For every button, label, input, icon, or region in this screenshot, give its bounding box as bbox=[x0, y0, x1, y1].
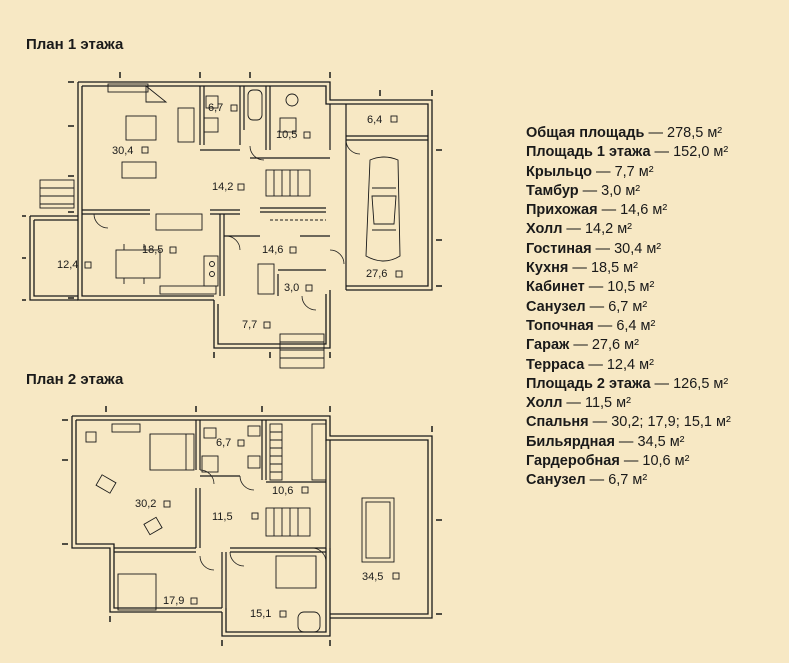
area-item: Прихожая — 14,6 м² bbox=[526, 202, 668, 219]
area-item: Холл — 11,5 м² bbox=[526, 395, 631, 412]
f1-room-27-6: 27,6 bbox=[366, 268, 387, 280]
area-item: Холл — 14,2 м² bbox=[526, 221, 633, 238]
floor1-log-ends bbox=[22, 72, 442, 358]
area-item: Терраса — 12,4 м² bbox=[526, 356, 654, 373]
f1-room-14-2: 14,2 bbox=[212, 181, 233, 193]
f1-room-6-4: 6,4 bbox=[367, 114, 382, 126]
f1-room-6-7: 6,7 bbox=[208, 102, 223, 114]
floor2-outer-walls bbox=[71, 415, 433, 637]
area-item: Бильярдная — 34,5 м² bbox=[526, 433, 685, 450]
f2-room-10-6: 10,6 bbox=[272, 485, 293, 497]
floor1-plan: 30,4 6,7 10,5 6,4 14,2 18,5 14,6 12,4 27… bbox=[22, 72, 442, 369]
area-item: Кабинет — 10,5 м² bbox=[526, 279, 655, 296]
floor1-doors bbox=[93, 139, 361, 311]
f2-room-17-9: 17,9 bbox=[163, 595, 184, 607]
floor1-outer-walls bbox=[29, 81, 433, 349]
f1-room-10-5: 10,5 bbox=[276, 129, 297, 141]
floor1-interior-walls bbox=[82, 86, 428, 296]
f1-room-30-4: 30,4 bbox=[112, 145, 133, 157]
area-item: Площадь 1 этажа — 152,0 м² bbox=[526, 144, 729, 161]
f1-room-12-4: 12,4 bbox=[57, 259, 78, 271]
floor1-title: План 1 этажа bbox=[26, 36, 124, 53]
floor2-doors bbox=[199, 469, 327, 571]
floor1-furniture bbox=[107, 83, 401, 295]
area-item: Спальня — 30,2; 17,9; 15,1 м² bbox=[526, 414, 731, 431]
floor2-title: План 2 этажа bbox=[26, 371, 124, 388]
floor2-interior-walls bbox=[114, 420, 331, 608]
floor1-label-boxes bbox=[84, 104, 403, 329]
area-item: Гараж — 27,6 м² bbox=[526, 337, 639, 354]
floor2-label-boxes bbox=[163, 439, 400, 618]
area-item: Гардеробная — 10,6 м² bbox=[526, 453, 690, 470]
f2-room-30-2: 30,2 bbox=[135, 498, 156, 510]
area-item: Площадь 2 этажа — 126,5 м² bbox=[526, 375, 729, 392]
floor2-furniture bbox=[85, 423, 395, 633]
f2-room-6-7: 6,7 bbox=[216, 437, 231, 449]
floor2-log-ends bbox=[62, 406, 442, 646]
area-item: Общая площадь — 278,5 м² bbox=[526, 125, 723, 141]
area-item: Топочная — 6,4 м² bbox=[526, 317, 656, 334]
f1-room-3-0: 3,0 bbox=[284, 282, 299, 294]
floor1-stairs bbox=[39, 169, 326, 369]
area-item: Санузел — 6,7 м² bbox=[526, 472, 648, 489]
area-item: Кухня — 18,5 м² bbox=[526, 260, 638, 277]
f1-room-14-6: 14,6 bbox=[262, 244, 283, 256]
f1-room-7-7: 7,7 bbox=[242, 319, 257, 331]
area-item: Тамбур — 3,0 м² bbox=[526, 182, 641, 199]
area-item: Санузел — 6,7 м² bbox=[526, 298, 648, 315]
f2-room-34-5: 34,5 bbox=[362, 571, 383, 583]
f1-room-18-5: 18,5 bbox=[142, 244, 163, 256]
area-item: Гостиная — 30,4 м² bbox=[526, 240, 662, 257]
area-item: Крыльцо — 7,7 м² bbox=[526, 163, 654, 180]
floor2-plan: 6,7 30,2 10,6 11,5 17,9 15,1 34,5 bbox=[62, 406, 442, 646]
floor2-stairs bbox=[265, 423, 327, 537]
f2-room-11-5: 11,5 bbox=[212, 511, 233, 523]
f2-room-15-1: 15,1 bbox=[250, 608, 271, 620]
area-list: Общая площадь — 278,5 м² Площадь 1 этажа… bbox=[526, 124, 731, 491]
